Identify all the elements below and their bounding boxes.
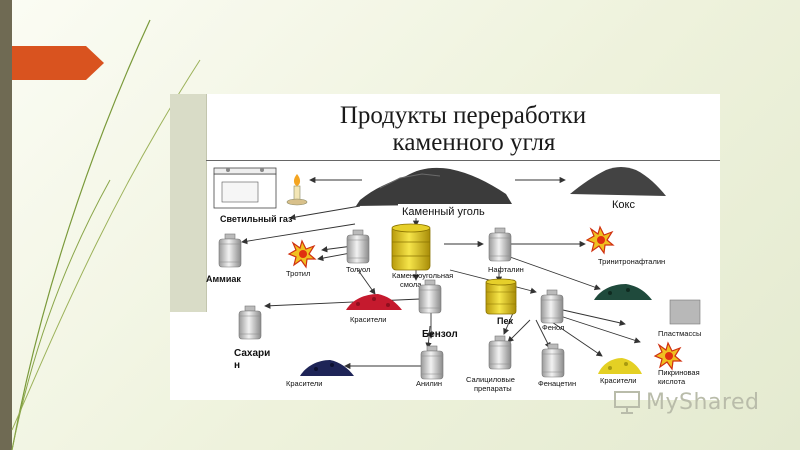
coke-pile-icon	[570, 167, 666, 196]
saccharin-bottle-icon	[238, 305, 262, 340]
trotyl-explosion-icon	[288, 240, 316, 268]
watermark-text: MyShared	[646, 389, 760, 415]
picric-acid-explosion-icon	[654, 342, 682, 370]
pitch-barrel-icon	[485, 278, 517, 315]
label-picric-2: кислота	[658, 377, 686, 386]
watermark-logo: MyShared	[612, 386, 759, 418]
blue-dye-pile-icon	[300, 360, 354, 376]
label-trinitronaphthalene: Тринитронафталин	[598, 257, 665, 266]
label-trotyl: Тротил	[286, 269, 310, 278]
label-saccharin-1: Сахари	[234, 348, 270, 359]
label-light-gas: Светильный газ	[220, 214, 293, 224]
label-pitch: Пек	[497, 316, 513, 326]
label-plastics: Пластмассы	[658, 329, 701, 338]
coal-pile-icon	[356, 167, 512, 206]
coal-tar-barrel-icon	[391, 223, 431, 271]
label-coal-tar-2: смола	[400, 280, 422, 289]
arrow-tab-decor	[12, 46, 104, 80]
title-line-1: Продукты переработки	[339, 102, 587, 129]
coal-label-bg	[398, 204, 510, 218]
phenacetin-bottle-icon	[541, 343, 565, 378]
phenol-bottle-icon	[540, 289, 564, 324]
diagram-title: Продукты переработки каменного угля	[206, 102, 720, 156]
plastics-sample-icon	[669, 299, 701, 325]
label-benzene: Бензол	[422, 329, 458, 340]
title-line-2: каменного угля	[392, 129, 556, 156]
left-decor-bar	[0, 0, 12, 450]
slide-side-panel	[170, 94, 207, 312]
label-coal-tar-1: Каменноугольная	[392, 271, 453, 280]
process-diagram: Светильный газ Каменный уголь Кокс Аммиа…	[206, 167, 701, 393]
label-picric-1: Пикриновая	[658, 368, 700, 377]
label-salicylic-1: Салициловые	[466, 375, 515, 384]
presentation-icon	[614, 391, 640, 414]
trinitronaphthalene-explosion-icon	[586, 226, 614, 254]
label-ammonia: Аммиак	[206, 274, 241, 284]
salicylic-bottle-icon	[488, 335, 512, 370]
label-aniline: Анилин	[416, 379, 442, 388]
label-saccharin-2: н	[234, 360, 240, 371]
stove-icon	[213, 167, 277, 209]
red-dye-pile-icon	[346, 294, 402, 310]
yellow-dye-pile-icon	[598, 358, 642, 374]
title-rule	[206, 160, 720, 161]
label-dyes-yellow: Красители	[600, 376, 637, 385]
label-coal: Каменный уголь	[402, 206, 485, 218]
label-naphthalene: Нафталин	[488, 265, 524, 274]
label-dyes-red: Красители	[350, 315, 387, 324]
ammonia-bottle-icon	[218, 233, 242, 268]
benzene-bottle-icon	[418, 279, 442, 314]
label-toluene: Толуол	[346, 265, 370, 274]
label-phenol: Фенол	[542, 323, 564, 332]
label-phenacetin: Фенацетин	[538, 379, 576, 388]
label-salicylic-2: препараты	[474, 384, 512, 393]
naphthalene-bottle-icon	[488, 227, 512, 262]
aniline-bottle-icon	[420, 345, 444, 380]
label-coke: Кокс	[612, 199, 635, 211]
green-dye-pile-icon	[594, 284, 652, 300]
candle-icon	[286, 174, 308, 206]
toluene-bottle-icon	[346, 229, 370, 264]
diagram-slide: Продукты переработки каменного угля	[170, 94, 720, 400]
label-dyes-blue: Красители	[286, 379, 323, 388]
